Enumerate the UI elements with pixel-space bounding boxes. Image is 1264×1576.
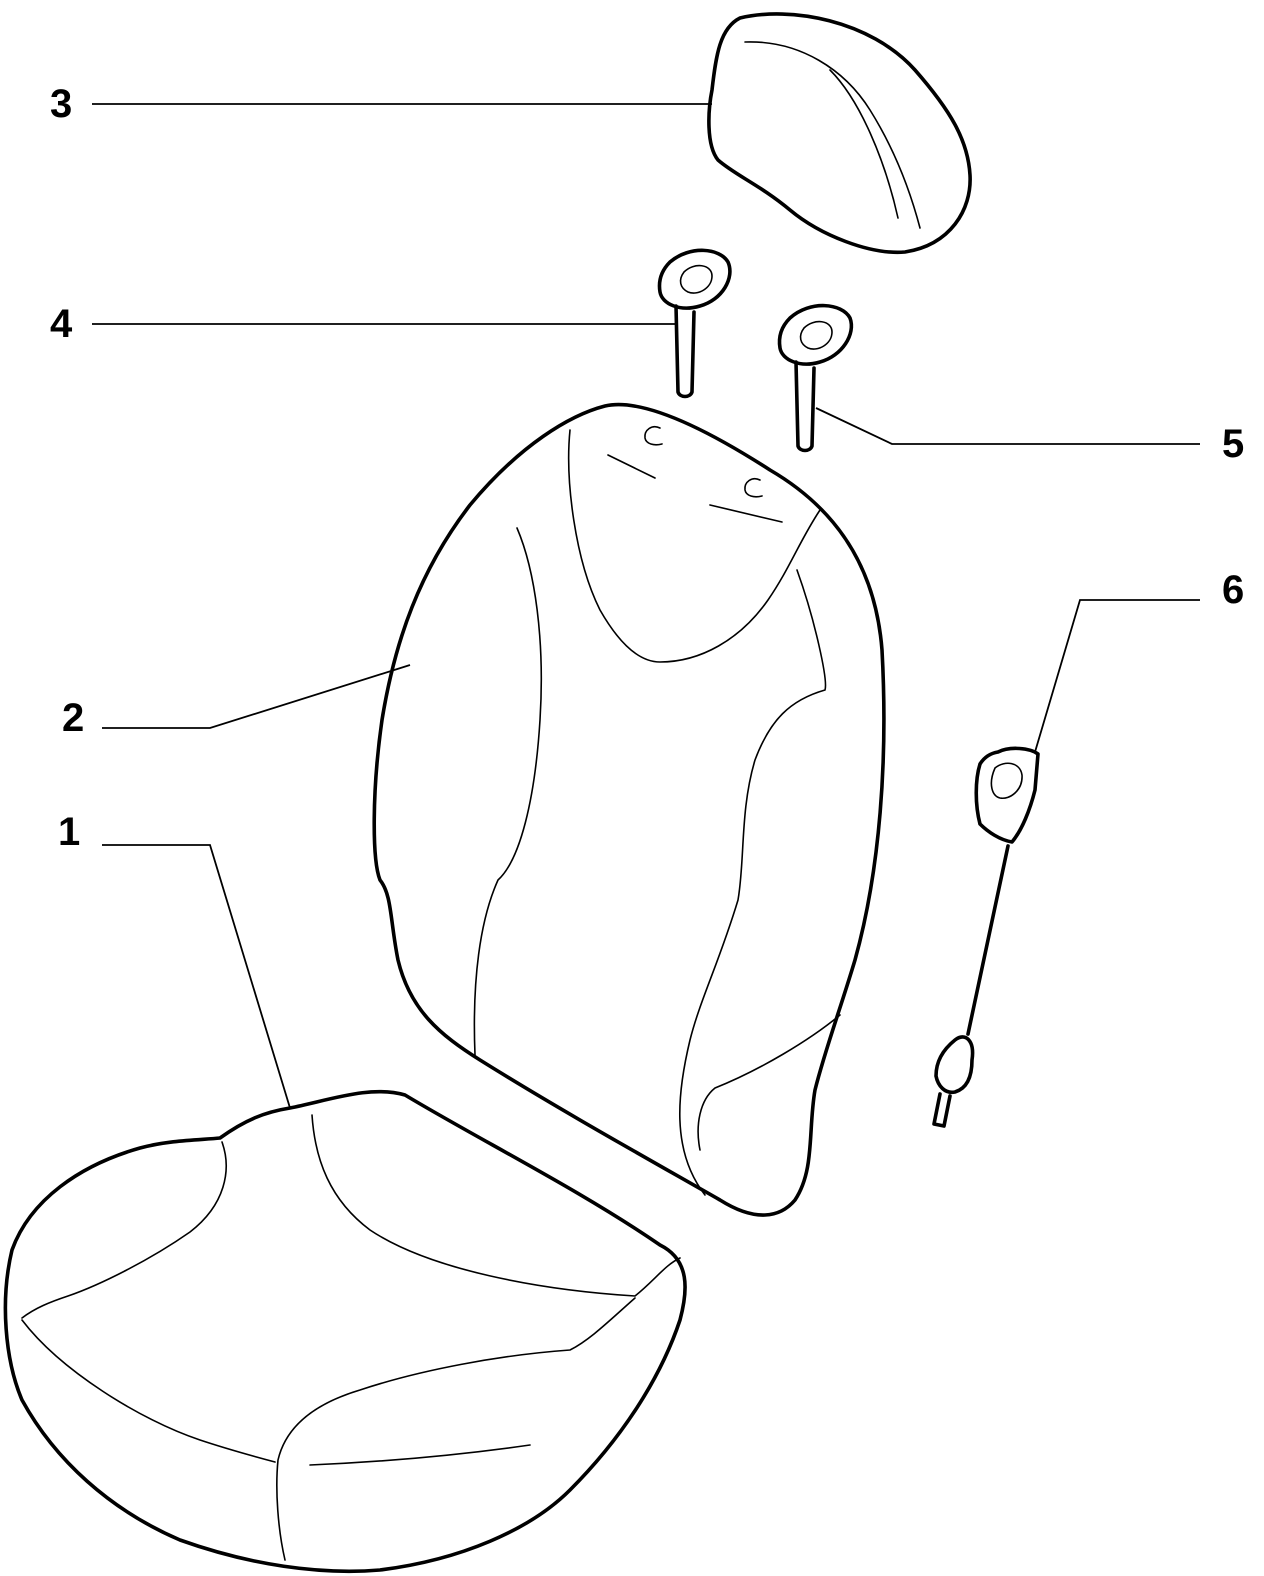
backrest-right-bolster-seam bbox=[678, 569, 827, 1196]
cable-handle-grip bbox=[990, 762, 1023, 800]
backrest-guide-hole-left bbox=[644, 425, 663, 446]
guide-right-hole bbox=[799, 320, 833, 350]
cable-end-fitting bbox=[934, 1035, 975, 1095]
backrest-top-seam bbox=[607, 454, 656, 479]
headrest[interactable] bbox=[707, 12, 972, 255]
leader-5 bbox=[815, 407, 1200, 445]
headrest-outline bbox=[707, 12, 972, 255]
leader-lines bbox=[92, 103, 1200, 1109]
callout-3: 3 bbox=[50, 82, 72, 126]
seat-backrest[interactable] bbox=[372, 402, 886, 1217]
headrest-seam-inner bbox=[829, 69, 899, 219]
backrest-side-seam-lower bbox=[697, 1014, 841, 1151]
callout-4: 4 bbox=[50, 302, 73, 346]
cushion-left-bolster-seam bbox=[21, 1141, 227, 1319]
leader-6 bbox=[1034, 599, 1200, 753]
callout-6: 6 bbox=[1222, 568, 1244, 612]
guide-left-collar bbox=[657, 248, 732, 310]
backrest-outline bbox=[372, 402, 886, 1217]
cushion-right-bolster-seam bbox=[276, 1297, 636, 1561]
guide-left-tube bbox=[674, 304, 696, 399]
guide-right-tube bbox=[794, 360, 816, 453]
cushion-outline bbox=[3, 1089, 687, 1574]
headrest-seam bbox=[744, 41, 921, 229]
leader-1 bbox=[102, 844, 291, 1109]
cable-handle bbox=[974, 746, 1040, 844]
leader-2 bbox=[102, 664, 411, 729]
cable-wire bbox=[966, 844, 1010, 1036]
backrest-headrest-panel bbox=[567, 429, 821, 663]
guide-left-hole bbox=[679, 264, 713, 294]
cushion-back-seam bbox=[311, 1114, 681, 1297]
cable-end-pin bbox=[932, 1092, 952, 1128]
cushion-front-edge-seam bbox=[309, 1444, 531, 1466]
cushion-front-seam bbox=[21, 1319, 276, 1463]
recline-release-cable[interactable] bbox=[932, 746, 1040, 1128]
callout-1: 1 bbox=[58, 810, 80, 854]
headrest-guide-right[interactable] bbox=[777, 303, 854, 453]
backrest-left-bolster-seam bbox=[473, 527, 543, 1056]
seat-cushion[interactable] bbox=[3, 1089, 687, 1574]
callout-5: 5 bbox=[1222, 422, 1244, 466]
callout-2: 2 bbox=[62, 696, 84, 740]
guide-right-collar bbox=[777, 303, 854, 366]
backrest-top-seam-2 bbox=[709, 504, 783, 523]
callout-labels: 3 4 5 6 2 1 bbox=[50, 82, 1244, 854]
backrest-guide-hole-right bbox=[744, 477, 763, 498]
headrest-guide-left[interactable] bbox=[657, 248, 732, 399]
